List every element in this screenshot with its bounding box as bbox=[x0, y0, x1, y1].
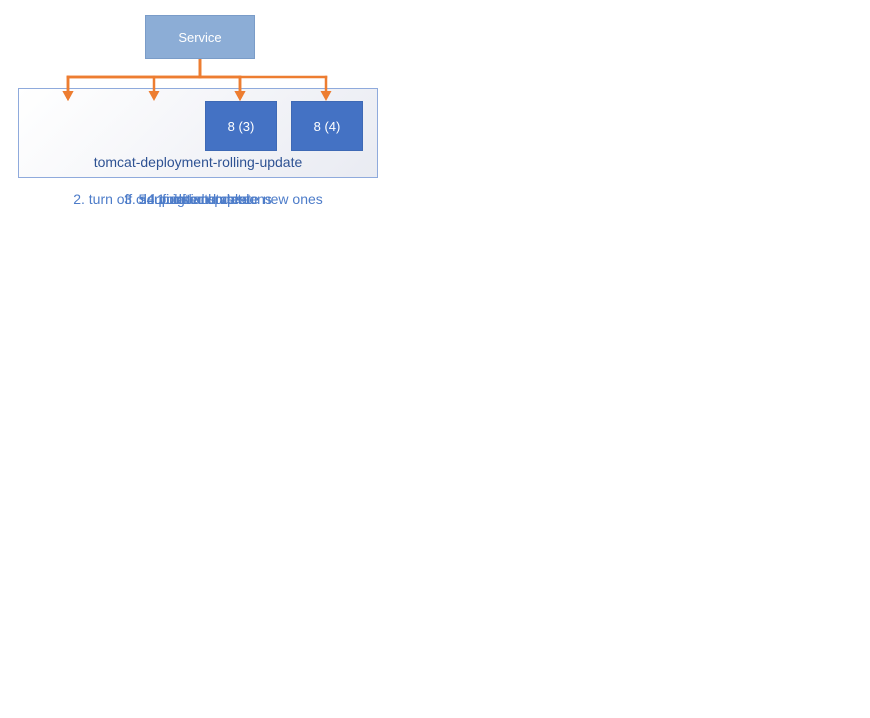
deployment-box: 8 (3) 8 (4) tomcat-deployment-rolling-upd… bbox=[18, 88, 378, 178]
pod-8-3: 8 (3) bbox=[205, 101, 277, 151]
stage-caption: 3. serving both versions bbox=[124, 191, 272, 207]
stage-caption: 1. initial state bbox=[157, 191, 239, 207]
stage-caption: 2. turn off old pods and create new ones bbox=[73, 191, 323, 207]
service-box: Service bbox=[145, 15, 255, 59]
stage-caption: 5. update complete bbox=[138, 191, 258, 207]
deployment-label: tomcat-deployment-rolling-update bbox=[93, 154, 303, 170]
service-label: Service bbox=[178, 29, 222, 45]
stage-panel-update-complete: Service 8 (3) 8 (4) tomcat-deployment-rol… bbox=[0, 0, 400, 240]
pods-layer: 8 (3) 8 (4) bbox=[19, 89, 377, 177]
pod-8-4: 8 (4) bbox=[291, 101, 363, 151]
service-to-pods-arrow bbox=[198, 57, 332, 101]
stage-panel-initial-state: Service 7 (1)7 (2) tomcat-deployment-rol… bbox=[0, 0, 400, 240]
stage-caption: 4. further update bbox=[146, 191, 250, 207]
stage-panel-further-update: Service 7 (1)8 (3)8 (4) tomcat-deploymen… bbox=[0, 0, 400, 240]
